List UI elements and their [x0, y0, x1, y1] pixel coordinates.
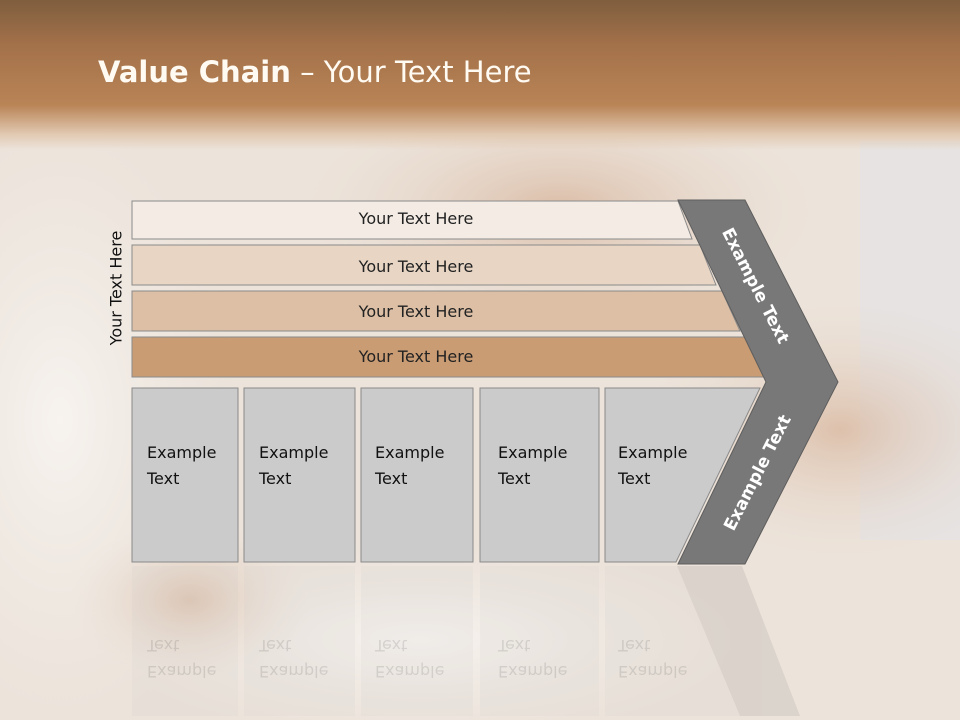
- box-4[interactable]: [479, 387, 600, 563]
- bar-2-label: Your Text Here: [358, 257, 474, 276]
- bar-4-label: Your Text Here: [358, 347, 474, 366]
- chevron-arrow[interactable]: [677, 199, 839, 565]
- box-4-reflection: Example Text: [498, 636, 568, 681]
- title-rest: – Your Text Here: [290, 55, 532, 89]
- box-5-reflection: Example Text: [618, 636, 688, 681]
- box-3-reflection: Example Text: [375, 636, 445, 681]
- title-bold: Value Chain: [98, 55, 291, 89]
- box-4-label: Example Text: [498, 443, 568, 488]
- box-2-label: Example Text: [259, 443, 329, 488]
- box-1[interactable]: [131, 387, 239, 563]
- box-2[interactable]: [243, 387, 356, 563]
- slide-title: Value Chain – Your Text Here: [98, 55, 532, 89]
- bar-3[interactable]: [131, 290, 741, 332]
- box-1-label: Example Text: [147, 443, 217, 488]
- bar-3-label: Your Text Here: [358, 302, 474, 321]
- bar-1-label: Your Text Here: [358, 209, 474, 228]
- box-3[interactable]: [360, 387, 474, 563]
- bar-1[interactable]: [131, 200, 693, 240]
- reflection: [132, 566, 800, 716]
- title-bar: [0, 0, 960, 150]
- box-3-label: Example Text: [375, 443, 445, 488]
- box-5[interactable]: [604, 387, 761, 563]
- box-1-reflection: Example Text: [147, 636, 217, 681]
- box-5-label: Example Text: [618, 443, 688, 488]
- box-2-reflection: Example Text: [259, 636, 329, 681]
- bar-2[interactable]: [131, 244, 717, 286]
